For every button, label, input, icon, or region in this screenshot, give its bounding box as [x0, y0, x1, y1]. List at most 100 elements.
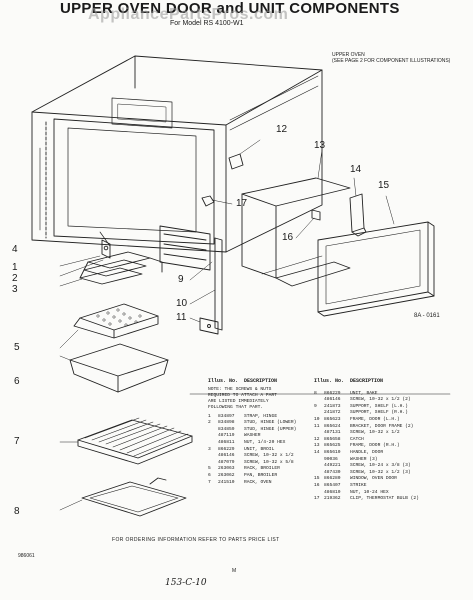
- part-number: 866280: [324, 476, 341, 482]
- illus-no-header: Illus. No.: [208, 378, 239, 384]
- illus-no: 2: [208, 420, 211, 426]
- part-description: FRAME, DOOR (R.H.): [350, 443, 400, 449]
- door-handle-part: [349, 177, 367, 237]
- part-number: 487119: [218, 433, 235, 439]
- part-description: STRIKE: [350, 482, 367, 488]
- illus-no: 10: [314, 416, 320, 422]
- part-description: UNIT, BAKE: [350, 390, 378, 396]
- callout-11: 11: [176, 312, 187, 323]
- illus-no: [208, 433, 218, 440]
- part-number: 834897: [218, 413, 235, 419]
- ordering-info: FOR ORDERING INFORMATION REFER TO PARTS …: [112, 537, 280, 543]
- strike-part: [295, 209, 321, 239]
- part-description: WASHER: [244, 433, 261, 439]
- parts-list-row: 487119 WASHER: [208, 433, 312, 440]
- part-description: SCREW, 10-32 x 1/2 (2): [350, 397, 411, 403]
- broiler-pan-part: [59, 343, 169, 393]
- footer-code: 986061: [18, 553, 35, 559]
- illus-no: [314, 397, 324, 404]
- illus-no: 9: [314, 403, 317, 409]
- callout-15: 15: [378, 180, 390, 191]
- part-description: SCREW, 10-32 x 5/8: [244, 459, 294, 465]
- illus-no: 1: [208, 413, 211, 419]
- callout-4: 4: [12, 244, 18, 255]
- callout-1: 1: [12, 262, 18, 273]
- oven-cavity: [31, 55, 323, 253]
- illus-no-header: Illus. No.: [314, 378, 345, 384]
- part-description: HANDLE, DOOR: [350, 449, 384, 455]
- callout-5: 5: [14, 342, 20, 353]
- part-description: WINDOW, OVEN DOOR: [350, 476, 397, 482]
- footer-mark: M: [232, 568, 237, 574]
- part-description: SCREW, 10-32 x 1/2: [350, 430, 400, 436]
- part-number: 865610: [324, 449, 341, 455]
- illus-no: [314, 457, 324, 464]
- shelf-support-part: [159, 225, 223, 335]
- part-description: STUD, HINGE (LOWER): [244, 420, 297, 426]
- illus-no: 12: [314, 436, 320, 442]
- description-header: DESCRIPTION: [244, 378, 278, 384]
- watermark-text: AppliancePartsPros.com: [88, 6, 289, 23]
- part-number: 263062: [218, 472, 235, 478]
- part-number: 449221: [324, 463, 341, 469]
- illus-no: [208, 453, 218, 460]
- illus-no: [314, 463, 324, 470]
- illus-no: 13: [314, 443, 320, 449]
- callout-2: 2: [12, 273, 18, 284]
- part-number: 866229: [324, 390, 341, 396]
- part-number: 90036: [324, 456, 338, 462]
- parts-list-row: 449221 SCREW, 10-24 x 3/8 (3): [314, 463, 464, 470]
- part-description: SUPPORT, SHELF (L.H.): [350, 403, 408, 409]
- parts-list-row: 14 865610 HANDLE, DOOR: [314, 450, 464, 457]
- part-description: STRAP, HINGE: [244, 413, 278, 419]
- part-number: 241872: [324, 410, 341, 416]
- part-description: STUD, HINGE (UPPER): [244, 426, 297, 432]
- page-title: UPPER OVEN DOOR and UNIT COMPONENTS: [60, 0, 400, 17]
- thermostat-clip-part: [201, 195, 233, 207]
- callout-3: 3: [12, 284, 18, 295]
- part-number: 865658: [324, 436, 341, 442]
- part-number: 486146: [324, 397, 341, 403]
- callout-16: 16: [282, 232, 294, 243]
- part-number: 865624: [324, 423, 341, 429]
- part-description: SCREW, 10-24 x 3/8 (3): [350, 463, 411, 469]
- callout-10: 10: [176, 298, 188, 309]
- part-number: 834859: [218, 426, 235, 432]
- screws-note: NOTE: THE SCREWS & NUTS REQUIRED TO ATTA…: [208, 386, 277, 410]
- bake-unit-part: [59, 477, 187, 517]
- part-description: SCREW, 10-32 x 1/2: [244, 453, 294, 459]
- callout-6: 6: [14, 376, 20, 387]
- illus-no: 7: [208, 479, 211, 485]
- parts-list-row: 1 834897 STRAP, HINGE: [208, 414, 312, 421]
- drawing-id: 8A - 0161: [414, 313, 440, 319]
- parts-list-row: 834859 STUD, HINGE (UPPER): [208, 427, 312, 434]
- part-number: 241510: [218, 479, 235, 485]
- part-number: 865625: [324, 443, 341, 449]
- part-description: BRACKET, DOOR FRAME (2): [350, 423, 414, 429]
- illus-no: [314, 430, 324, 437]
- part-number: 487079: [218, 459, 235, 465]
- illus-no: 5: [208, 466, 211, 472]
- illus-no: 14: [314, 449, 320, 455]
- part-description: RACK, BROILER: [244, 466, 280, 472]
- description-header: DESCRIPTION: [350, 378, 384, 384]
- parts-list-row: 486146 SCREW, 10-32 x 1/2 (2): [314, 397, 464, 404]
- catch-part: [228, 139, 261, 170]
- callout-12: 12: [276, 124, 288, 135]
- illus-no: 16: [314, 482, 320, 488]
- parts-list-row: 13 865625 FRAME, DOOR (R.H.): [314, 443, 464, 450]
- illus-no: 11: [314, 423, 320, 429]
